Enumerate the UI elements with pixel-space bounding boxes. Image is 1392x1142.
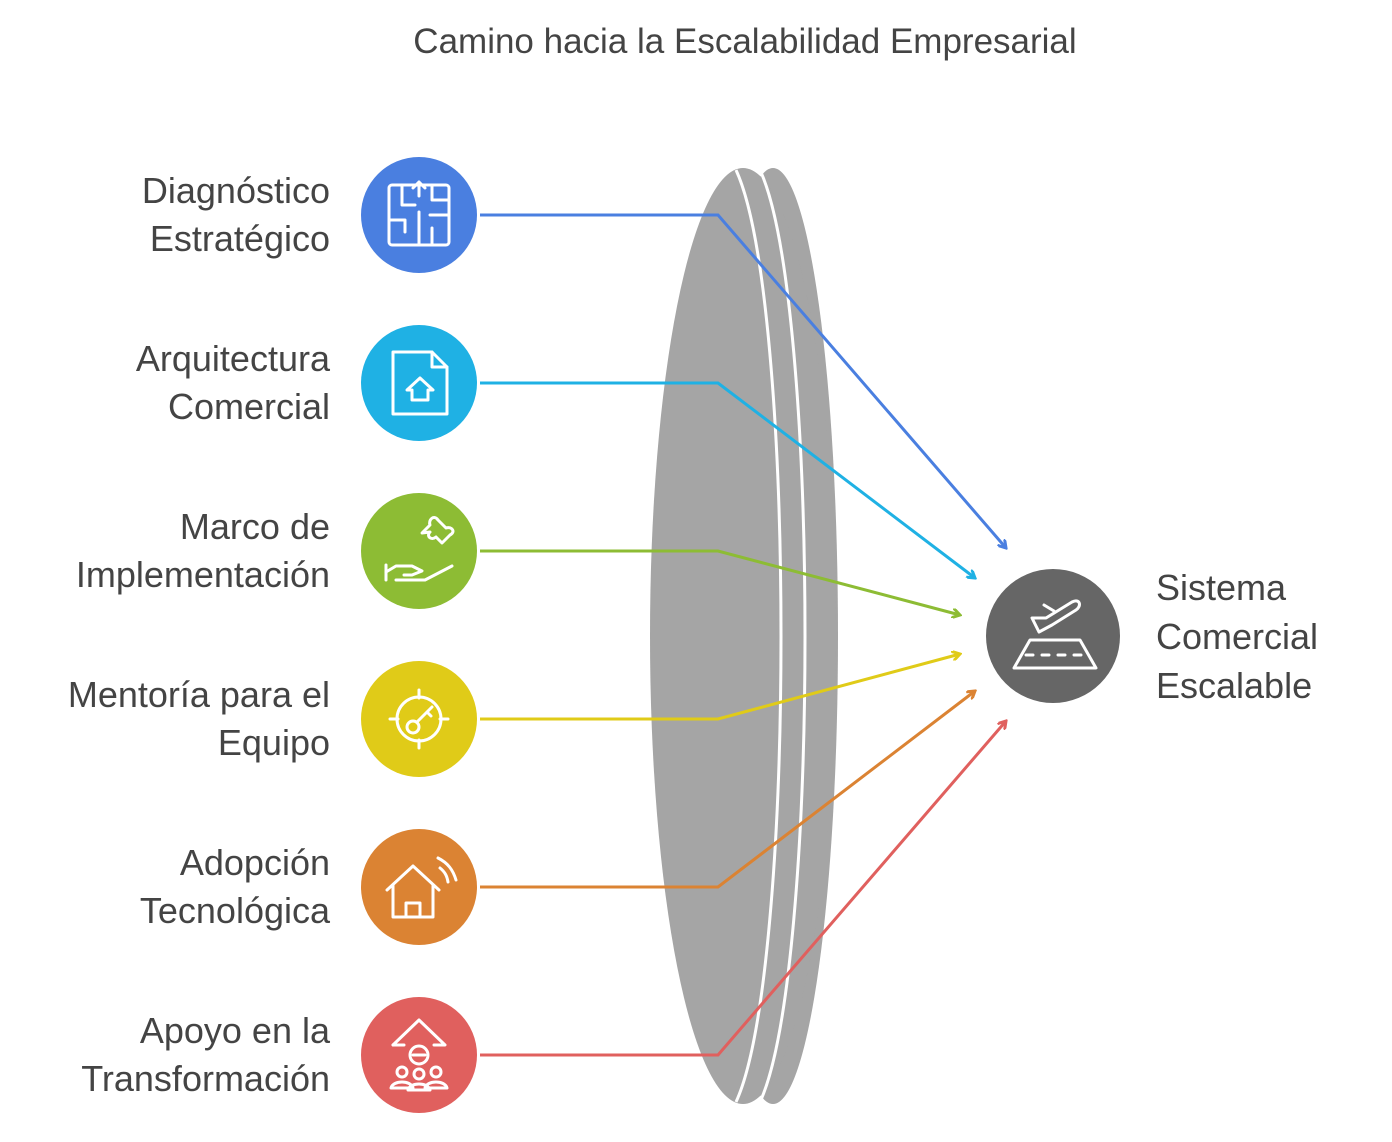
smart-home-icon [385,856,458,919]
label-line: Arquitectura [135,338,330,379]
input-node-apoyo [361,997,477,1113]
label-line: Escalable [1156,665,1313,706]
input-node-arquitectura [361,325,477,441]
label-diagnostico: Diagnóstico Estratégico [0,167,330,263]
label-line: Implementación [75,554,330,595]
diagram-title: Camino hacia la Escalabilidad Empresaria… [413,22,1077,61]
label-line: Comercial [167,386,330,427]
label-mentoria: Mentoría para el Equipo [0,671,330,767]
connector-adopcion [480,691,975,889]
label-line: Equipo [217,722,330,763]
connector-diagnostico [480,213,1006,548]
connector-marco [480,549,960,615]
input-node-adopcion [361,829,477,945]
connector-mentoria [480,654,960,721]
label-line: Apoyo en la [139,1010,330,1051]
label-line: Tecnológica [139,890,330,931]
house-document-icon [391,350,449,416]
label-apoyo: Apoyo en la Transformación [0,1007,330,1103]
label-line: Mentoría para el [67,674,330,715]
label-line: Estratégico [149,218,330,259]
label-line: Sistema [1156,567,1287,608]
label-line: Marco de [179,506,330,547]
target-key-icon [388,688,450,750]
output-node [986,569,1120,703]
label-marco: Marco de Implementación [0,503,330,599]
lens-shape [650,168,838,1104]
input-node-mentoria [361,661,477,777]
maze-icon [387,180,451,247]
label-line: Comercial [1156,616,1319,657]
connector-apoyo [480,721,1006,1057]
connectors [480,213,1006,1057]
label-line: Transformación [81,1058,330,1099]
label-output: Sistema Comercial Escalable [1156,563,1386,710]
connector-arquitectura [480,381,975,578]
input-node-marco [361,493,477,609]
input-node-diagnostico [361,157,477,273]
label-line: Adopción [179,842,330,883]
label-arquitectura: Arquitectura Comercial [0,335,330,431]
team-growth-icon [389,1018,449,1092]
label-line: Diagnóstico [141,170,330,211]
airplane-runway-icon [1012,599,1098,670]
label-adopcion: Adopción Tecnológica [0,839,330,935]
puzzle-hand-icon [384,516,455,582]
